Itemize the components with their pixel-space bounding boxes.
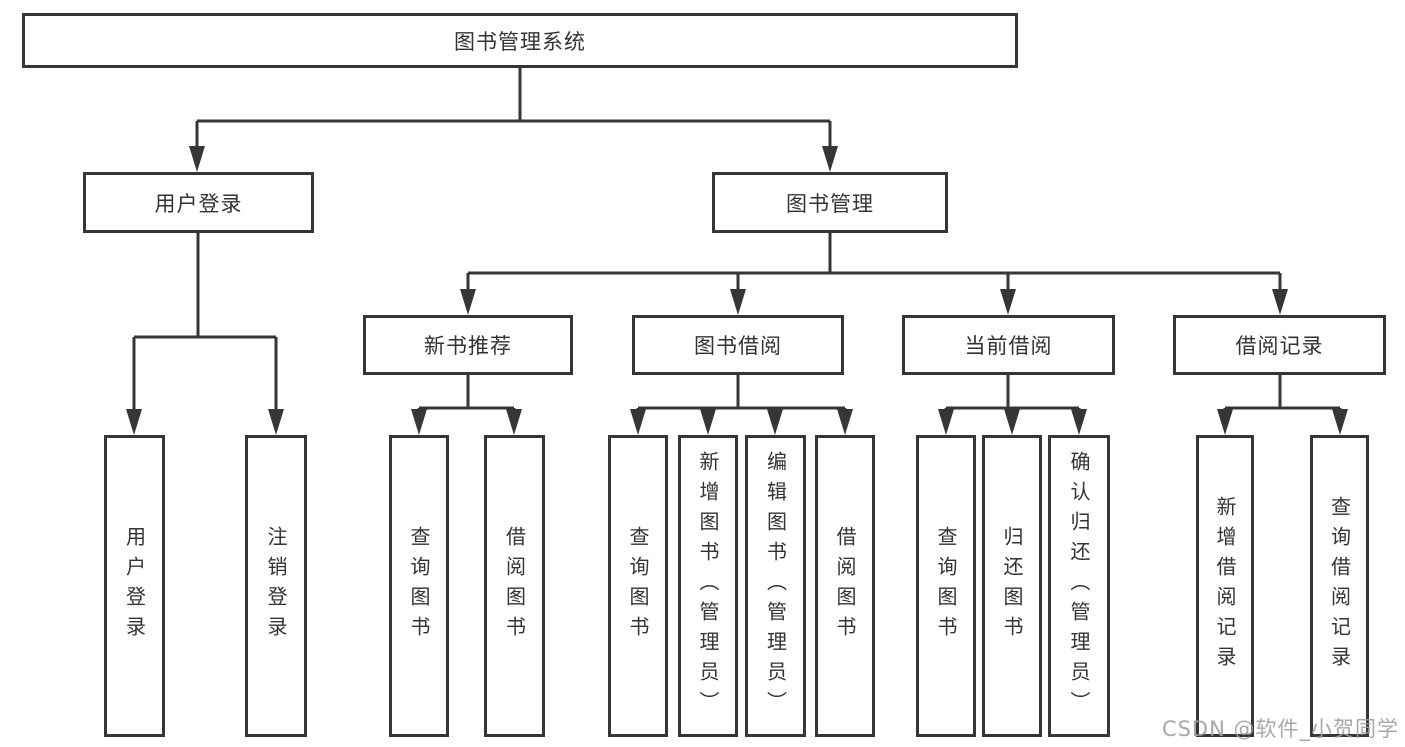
node-label: 归还图书 [1000,526,1024,646]
node-label: 编辑图书（管理员） [763,451,788,721]
node-query-book-borrowing: 查询图书 [608,435,668,737]
node-label: 借阅图书 [502,526,527,646]
node-query-book-recommend: 查询图书 [389,435,449,737]
node-confirm-return-admin: 确认归还（管理员） [1048,435,1110,737]
node-book-management-branch: 图书管理 [712,172,948,233]
node-label: 确认归还（管理员） [1067,451,1091,721]
node-label: 图书管理 [786,191,874,216]
node-logout-action: 注销登录 [245,435,307,737]
arrow-down-icon [630,409,646,435]
arrow-down-icon [822,146,838,172]
node-user-login-action: 用户登录 [104,435,165,737]
node-new-book-recommendation: 新书推荐 [363,315,573,375]
node-add-book-admin: 新增图书（管理员） [678,435,738,737]
node-label: 查询图书 [934,526,958,646]
node-library-management-system: 图书管理系统 [22,13,1018,68]
node-label: 图书借阅 [694,334,782,358]
arrow-down-icons [126,146,1348,435]
node-current-borrowing: 当前借阅 [902,315,1115,375]
arrow-down-icon [268,409,284,435]
node-add-borrow-record: 新增借阅记录 [1196,435,1254,737]
arrow-down-icon [1332,409,1348,435]
node-book-borrowing: 图书借阅 [632,315,844,375]
arrow-down-icon [1217,409,1233,435]
node-borrowing-records: 借阅记录 [1173,315,1386,375]
arrow-down-icon [460,289,476,315]
node-label: 当前借阅 [964,334,1053,358]
node-label: 用户登录 [154,191,243,216]
arrow-down-icon [1000,289,1016,315]
node-query-book-current: 查询图书 [916,435,976,737]
node-label: 新增借阅记录 [1213,496,1237,676]
node-label: 借阅图书 [833,526,857,646]
arrow-down-icon [1071,409,1087,435]
arrow-down-icon [411,409,427,435]
node-label: 新增图书（管理员） [696,451,720,721]
arrow-down-icon [506,409,522,435]
node-label: 查询图书 [407,526,431,646]
node-label: 查询借阅记录 [1327,496,1352,676]
arrow-down-icon [700,409,716,435]
node-label: 图书管理系统 [454,29,586,54]
node-return-book: 归还图书 [982,435,1042,737]
node-borrow-book-recommend: 借阅图书 [484,435,545,737]
arrow-down-icon [126,409,142,435]
arrow-down-icon [938,409,954,435]
node-label: 用户登录 [122,526,147,646]
node-edit-book-admin: 编辑图书（管理员） [745,435,806,737]
arrow-down-icon [1004,409,1020,435]
arrow-down-icon [730,289,746,315]
arrow-down-icon [1272,289,1288,315]
node-user-login-branch: 用户登录 [83,172,314,233]
arrow-down-icon [767,409,783,435]
arrow-down-icon [837,409,853,435]
node-borrow-book-action: 借阅图书 [815,435,875,737]
node-query-borrow-record: 查询借阅记录 [1310,435,1369,737]
node-label: 注销登录 [264,526,288,646]
node-label: 查询图书 [626,526,650,646]
node-label: 借阅记录 [1235,334,1324,358]
node-label: 新书推荐 [424,334,512,358]
arrow-down-icon [189,146,205,172]
